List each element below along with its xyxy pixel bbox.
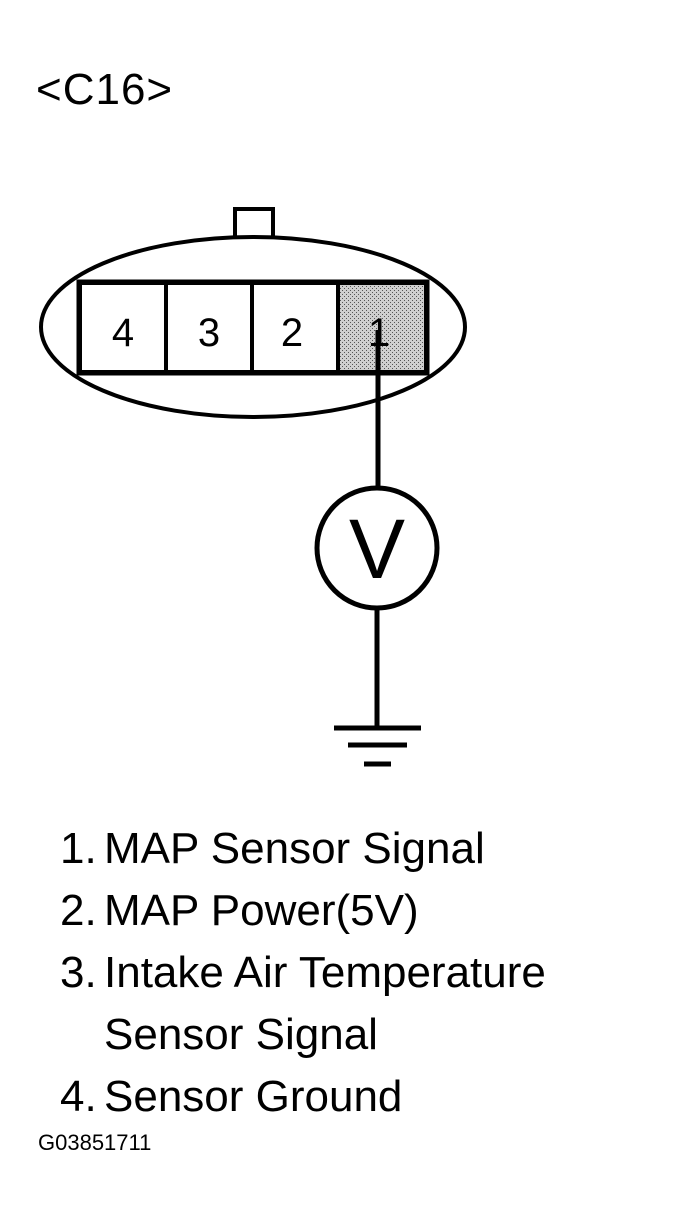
- figure-code: G03851711: [38, 1130, 152, 1155]
- pin-label-2: 2: [281, 311, 303, 355]
- pin-label-3: 3: [198, 311, 220, 355]
- legend-num: 1.: [60, 824, 97, 873]
- legend-item-1: 1. MAP Sensor Signal: [60, 818, 546, 880]
- legend-item-3: 3. Intake Air Temperature Sensor Signal: [60, 942, 546, 1066]
- voltmeter-label: V: [349, 502, 405, 596]
- pin-label-4: 4: [112, 311, 134, 355]
- legend-num: 4.: [60, 1072, 97, 1121]
- legend-num: 2.: [60, 886, 97, 935]
- ground-icon: [334, 725, 421, 767]
- legend-text: Intake Air Temperature Sensor Signal: [104, 948, 546, 1059]
- pin-cell-1: [336, 281, 428, 374]
- pin-legend: 1. MAP Sensor Signal 2. MAP Power(5V) 3.…: [60, 818, 546, 1128]
- legend-text: MAP Sensor Signal: [104, 824, 485, 873]
- legend-text: Sensor Ground: [104, 1072, 403, 1121]
- legend-item-2: 2. MAP Power(5V): [60, 880, 546, 942]
- legend-num: 3.: [60, 948, 97, 997]
- pin-cell-2: [250, 281, 340, 374]
- connector-lock-tab: [233, 207, 275, 241]
- legend-item-4: 4. Sensor Ground: [60, 1066, 546, 1128]
- connector-diagram: 4 3 2 1 V: [39, 207, 467, 767]
- legend-text: MAP Power(5V): [104, 886, 419, 935]
- connector-id: <C16>: [36, 65, 174, 114]
